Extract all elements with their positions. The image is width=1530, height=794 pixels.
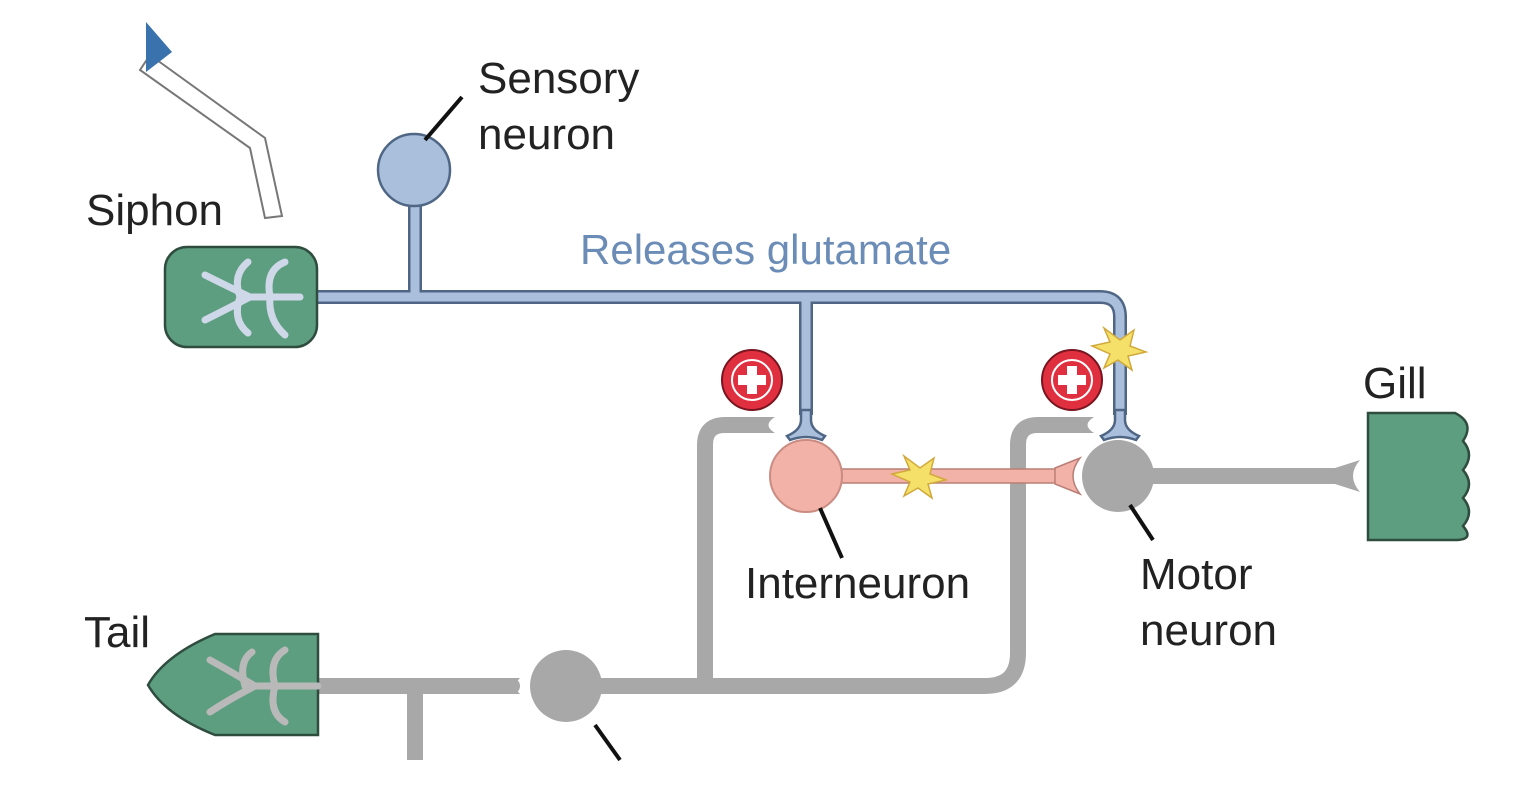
spark-icon [1089,325,1149,372]
siphon-label: Siphon [86,186,223,235]
plus-sign-icon [721,349,783,411]
facilitating-interneuron-cell-body [530,650,602,722]
sensory-terminal-interneuron [785,408,827,442]
interneuron-pointer [818,507,844,559]
motor-neuron-cell-body [1082,440,1154,512]
motor-neuron-pointer [1128,503,1155,542]
terminal-motor-to-gill [1335,460,1360,492]
sensory-neuron-cell-body [376,132,452,208]
gill [1366,411,1471,542]
releases-glutamate-label: Releases glutamate [580,226,951,273]
motor-neuron-label-line1: Motor [1140,550,1252,599]
sensory-main-axon-fill [270,205,1125,415]
interneuron-terminal [1054,456,1083,496]
sensory-neuron-pathways [270,205,1127,415]
terminal-tail-to-facilitator [505,678,520,694]
tail-circuit-pathways [292,417,1340,760]
gill-label: Gill [1363,359,1427,408]
tail-label: Tail [84,608,150,657]
spark-icon [889,453,949,500]
siphon-sensory-endings [201,258,304,339]
facilitating-axon-branch [697,417,768,694]
interneuron-label: Interneuron [745,559,970,608]
sensory-neuron-label-line2: neuron [478,110,615,159]
gray-synaptic-terminals [505,417,1360,694]
facilitating-axon-main [582,417,1086,694]
siphon-tube [138,53,284,220]
sensory-terminal-motor [1099,408,1141,442]
arrowhead-icon [146,22,172,72]
motor-neuron-label-line2: neuron [1140,606,1277,655]
plus-sign-icon [1041,349,1103,411]
tail-sensory-endings [206,646,322,726]
facilitating-interneuron-pointer [593,723,622,762]
sensory-neuron-label-line1: Sensory [478,54,639,103]
interneuron-cell-body [769,439,843,513]
terminal-facilitator-to-motor [1070,417,1094,433]
terminal-facilitator-to-interneuron [752,417,775,433]
sensory-neuron-pointer [423,95,464,142]
